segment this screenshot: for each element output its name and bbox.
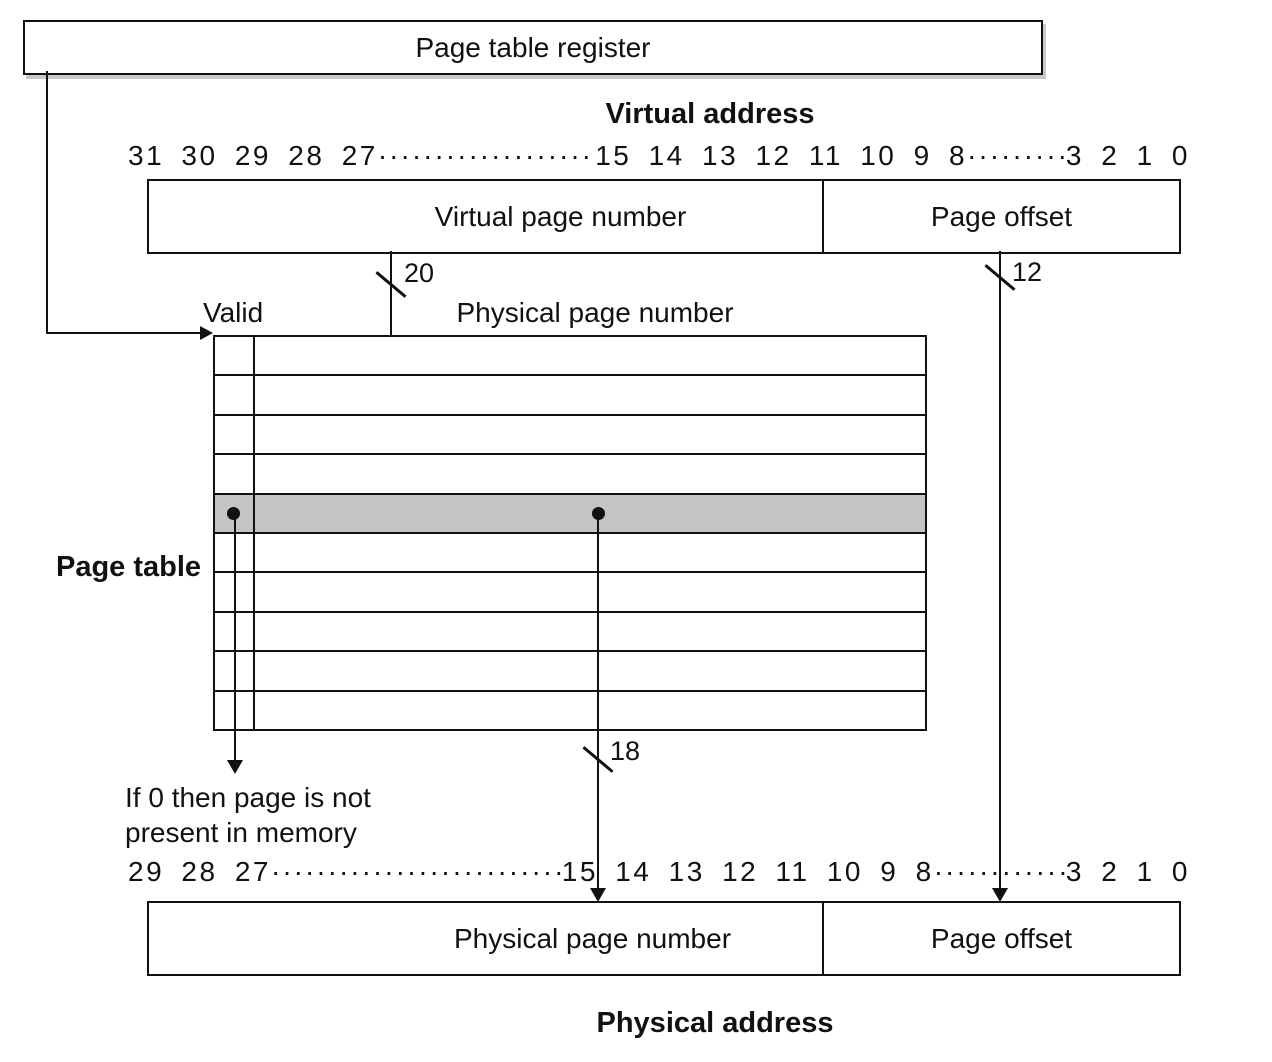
virtual-page-number-label: Virtual page number	[434, 200, 687, 232]
register-line-horizontal	[45, 331, 203, 334]
ppn-arrow-line	[596, 513, 599, 888]
valid-note-line1: If 0 then page is not	[125, 782, 371, 813]
bit-ellipsis: ········································…	[271, 857, 562, 887]
valid-cell	[215, 415, 255, 454]
physical-address-title: Physical address	[596, 1007, 834, 1039]
bit-ellipsis: ········································…	[377, 141, 595, 171]
page-table-row	[215, 376, 925, 416]
ppn-bus-width: 18	[610, 736, 641, 766]
ppn-cell	[255, 573, 925, 610]
valid-cell	[215, 376, 255, 414]
virtual-address-bit-numbers: 31 30 29 28 27 ·························…	[128, 140, 1191, 171]
valid-cell	[215, 455, 255, 493]
offset-arrow-line	[998, 251, 1001, 888]
register-arrowhead-icon	[200, 325, 213, 340]
ppn-cell	[255, 534, 925, 571]
ppn-column-header: Physical page number	[456, 297, 734, 328]
bit-range-15-8: 15 14 13 12 11 10 9 8	[595, 140, 968, 171]
page-table-row	[215, 612, 925, 653]
physical-page-number-field: Physical page number	[149, 903, 824, 974]
virtual-address-box: Virtual page number Page offset	[147, 179, 1181, 254]
valid-cell	[215, 337, 255, 375]
page-table-register-box: Page table register	[23, 20, 1043, 75]
valid-cell	[215, 494, 255, 533]
bit-ellipsis: ··························	[933, 857, 1066, 887]
physical-address-box: Physical page number Page offset	[147, 901, 1181, 976]
bit-ellipsis: ··························	[967, 141, 1066, 171]
offset-bus-width: 12	[1012, 257, 1043, 287]
bit-range-15-8: 15 14 13 12 11 10 9 8	[561, 856, 934, 887]
page-table	[213, 335, 927, 731]
valid-arrowhead-icon	[227, 760, 243, 774]
bit-range-31-27: 31 30 29 28 27	[128, 140, 378, 171]
physical-page-offset-field: Page offset	[824, 903, 1179, 974]
ppn-cell	[255, 416, 925, 453]
ppn-arrowhead-icon	[590, 888, 606, 902]
virtual-page-number-field: Virtual page number	[149, 181, 824, 252]
bit-range-3-0: 3 2 1 0	[1065, 140, 1191, 171]
page-table-row	[215, 415, 925, 456]
virtual-page-offset-field: Page offset	[824, 181, 1179, 252]
register-line-vertical	[45, 71, 48, 333]
valid-cell	[215, 573, 255, 611]
ppn-cell	[255, 652, 925, 689]
valid-cell	[215, 652, 255, 690]
page-table-row	[215, 455, 925, 495]
page-table-label: Page table	[56, 551, 202, 583]
ppn-cell	[255, 455, 925, 492]
page-offset-label: Page offset	[930, 200, 1073, 232]
bit-range-3-0: 3 2 1 0	[1065, 856, 1190, 887]
bit-range-29-27: 29 28 27	[128, 856, 271, 887]
page-table-row-selected	[215, 494, 925, 535]
valid-cell	[215, 691, 255, 730]
valid-cell	[215, 534, 255, 572]
page-table-row	[215, 652, 925, 692]
page-table-row	[215, 573, 925, 613]
ppn-cell	[255, 376, 925, 413]
page-offset-label: Page offset	[930, 922, 1073, 954]
valid-arrow-line	[233, 513, 236, 760]
page-table-row	[215, 337, 925, 377]
ppn-cell	[255, 692, 925, 729]
valid-note-line2: present in memory	[125, 817, 357, 848]
valid-column-header: Valid	[203, 297, 264, 328]
ppn-cell	[255, 337, 925, 374]
page-table-row	[215, 534, 925, 574]
valid-cell	[215, 612, 255, 651]
page-table-row	[215, 691, 925, 730]
physical-address-bit-numbers: 29 28 27 ·······························…	[128, 856, 1190, 887]
valid-bit-dot	[226, 506, 240, 520]
physical-page-number-label: Physical page number	[453, 922, 732, 954]
ppn-cell	[255, 613, 925, 650]
virtual-address-title: Virtual address	[605, 98, 815, 130]
page-table-register-label: Page table register	[415, 31, 651, 63]
vpn-bus-width: 20	[404, 258, 435, 288]
offset-arrowhead-icon	[992, 888, 1008, 902]
ppn-cell	[255, 495, 925, 532]
